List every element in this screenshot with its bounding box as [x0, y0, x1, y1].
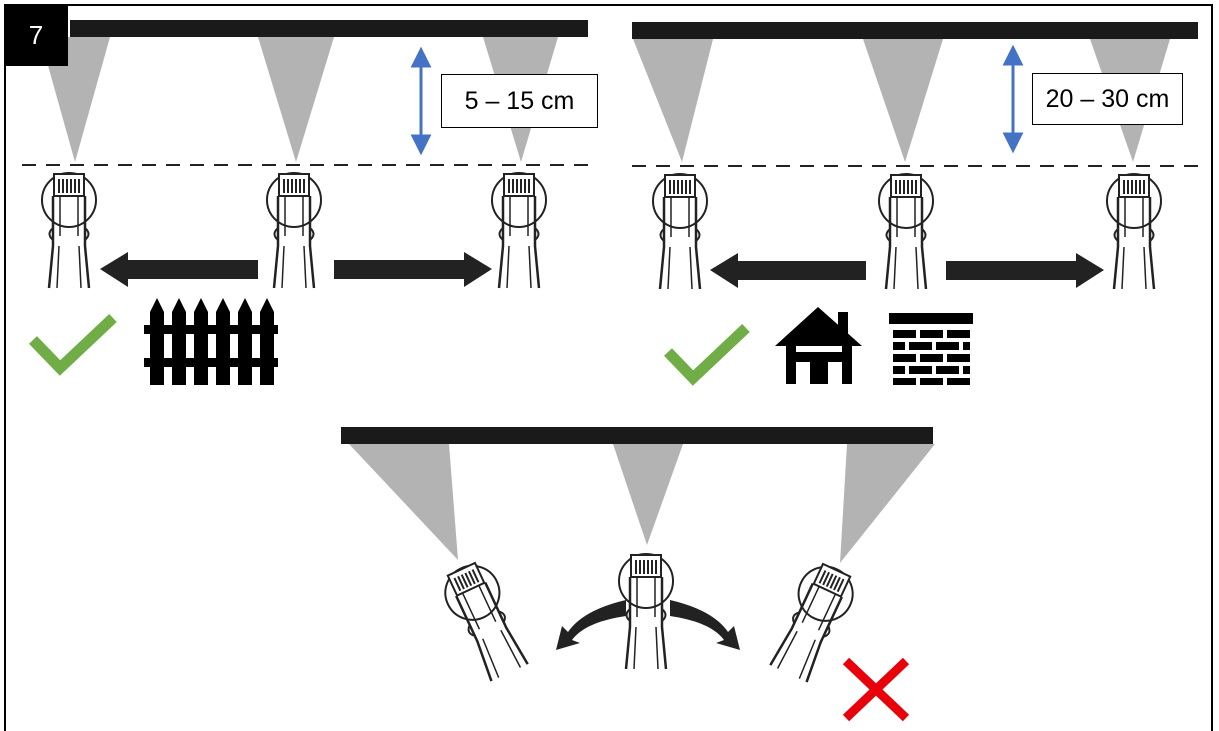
distance-arrow — [1002, 44, 1024, 154]
move-right-arrow — [334, 252, 492, 287]
spray-gun — [1105, 172, 1163, 291]
figure-frame — [4, 4, 1213, 731]
spray-gun — [617, 552, 675, 671]
step-number-badge: 7 — [4, 4, 68, 66]
spray-cone — [613, 444, 683, 545]
spray-cone — [40, 37, 110, 162]
spray-cone — [633, 39, 713, 162]
spray-cone — [349, 444, 458, 560]
arc-arrow-right — [670, 600, 740, 650]
spray-gun — [40, 171, 98, 290]
house-icon — [775, 307, 862, 384]
spray-cone — [840, 444, 935, 563]
spray-cone — [258, 37, 334, 162]
panel-wrong — [341, 427, 935, 722]
panel-fence — [22, 20, 590, 385]
arc-arrow-left — [556, 600, 626, 650]
move-right-arrow — [946, 253, 1104, 288]
spray-gun — [435, 555, 536, 686]
spray-gun — [651, 172, 709, 291]
surface-bar — [632, 22, 1198, 39]
spray-gun — [490, 171, 548, 290]
spray-gun — [877, 172, 935, 291]
move-left-arrow — [710, 253, 866, 288]
distance-label-20-30: 20 – 30 cm — [1032, 73, 1183, 125]
cross-icon — [842, 657, 910, 722]
distance-arrow — [410, 46, 432, 156]
surface-bar — [70, 20, 588, 37]
spray-cone — [863, 39, 943, 162]
brick-wall-icon — [889, 313, 973, 385]
check-icon — [664, 323, 750, 386]
distance-label-5-15: 5 – 15 cm — [441, 74, 598, 128]
surface-bar — [341, 427, 933, 444]
move-left-arrow — [100, 252, 258, 287]
fence-icon — [144, 298, 278, 385]
check-icon — [29, 313, 117, 376]
spray-gun — [265, 171, 323, 290]
